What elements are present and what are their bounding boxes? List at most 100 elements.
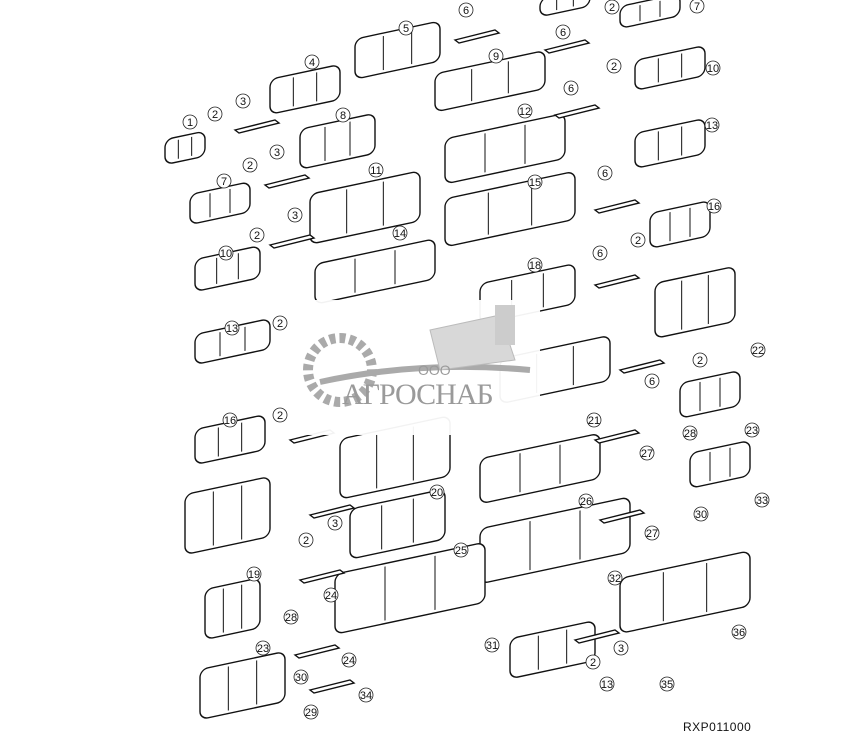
terminal-pin <box>618 359 666 374</box>
terminal-pin <box>543 39 591 54</box>
terminal-pin <box>233 119 281 134</box>
svg-text:6: 6 <box>649 376 655 388</box>
callout-16: 16 <box>706 198 722 214</box>
connector-housing <box>314 239 436 304</box>
svg-text:2: 2 <box>635 235 641 247</box>
svg-text:8: 8 <box>340 110 346 122</box>
svg-text:2: 2 <box>609 2 615 14</box>
watermark-prefix: ООО <box>418 362 451 378</box>
svg-text:2: 2 <box>212 109 218 121</box>
connector-housing <box>444 114 566 184</box>
connector-housing <box>269 65 341 114</box>
svg-text:2: 2 <box>277 318 283 330</box>
svg-text:2: 2 <box>590 657 596 669</box>
terminal-pin <box>298 569 346 584</box>
callout-3: 3 <box>235 93 251 109</box>
svg-text:2: 2 <box>277 410 283 422</box>
connector-housing <box>184 477 271 554</box>
callout-13: 13 <box>704 117 720 133</box>
callout-29: 29 <box>303 704 319 720</box>
callout-3: 3 <box>613 640 629 656</box>
connector-housing <box>479 434 601 503</box>
callout-24: 24 <box>323 587 339 603</box>
callout-27: 27 <box>644 525 660 541</box>
svg-text:24: 24 <box>325 590 337 602</box>
svg-text:2: 2 <box>247 160 253 172</box>
svg-text:23: 23 <box>746 425 758 437</box>
connector-housing <box>479 497 631 583</box>
svg-text:10: 10 <box>707 63 719 75</box>
svg-text:33: 33 <box>756 495 768 507</box>
callout-2: 2 <box>604 0 620 15</box>
callout-2: 2 <box>298 532 314 548</box>
svg-text:6: 6 <box>560 27 566 39</box>
svg-text:12: 12 <box>519 106 531 118</box>
svg-text:7: 7 <box>221 176 227 188</box>
connector-housing <box>189 182 251 224</box>
svg-text:4: 4 <box>309 57 315 69</box>
callout-36: 36 <box>731 624 747 640</box>
svg-text:14: 14 <box>394 228 406 240</box>
callout-10: 10 <box>705 60 721 76</box>
watermark-name: АГРОСНАБ <box>342 378 494 411</box>
connector-housing <box>204 578 261 639</box>
callout-3: 3 <box>287 207 303 223</box>
svg-text:3: 3 <box>274 147 280 159</box>
callout-2: 2 <box>630 232 646 248</box>
combine-gear-icon <box>303 305 531 407</box>
callout-4: 4 <box>304 54 320 70</box>
connector-housing <box>649 201 711 248</box>
svg-text:9: 9 <box>493 51 499 63</box>
terminal-pin <box>308 679 356 694</box>
callout-12: 12 <box>517 103 533 119</box>
callout-31: 31 <box>484 637 500 653</box>
callout-26: 26 <box>578 493 594 509</box>
svg-text:2: 2 <box>697 355 703 367</box>
callout-22: 22 <box>750 342 766 358</box>
svg-text:15: 15 <box>529 177 541 189</box>
reference-code: RXP011000 <box>683 720 752 734</box>
svg-text:18: 18 <box>529 260 541 272</box>
callout-3: 3 <box>269 144 285 160</box>
svg-text:23: 23 <box>257 643 269 655</box>
svg-text:27: 27 <box>646 528 658 540</box>
svg-text:6: 6 <box>463 5 469 17</box>
terminal-pin <box>593 429 641 444</box>
terminal-pin <box>553 104 601 119</box>
callout-2: 2 <box>585 654 601 670</box>
connector-housing <box>634 119 706 168</box>
callout-24: 24 <box>341 652 357 668</box>
svg-text:13: 13 <box>226 323 238 335</box>
callout-9: 9 <box>488 48 504 64</box>
svg-text:16: 16 <box>224 415 236 427</box>
svg-text:3: 3 <box>618 643 624 655</box>
svg-text:10: 10 <box>220 248 232 260</box>
svg-text:5: 5 <box>403 23 409 35</box>
connector-housing <box>619 0 681 28</box>
svg-text:2: 2 <box>303 535 309 547</box>
svg-text:30: 30 <box>695 509 707 521</box>
svg-text:30: 30 <box>295 672 307 684</box>
svg-text:19: 19 <box>248 569 260 581</box>
svg-text:3: 3 <box>240 96 246 108</box>
svg-text:6: 6 <box>597 248 603 260</box>
terminal-pin <box>268 234 316 249</box>
terminal-pin <box>593 199 641 214</box>
svg-text:11: 11 <box>370 165 381 177</box>
connector-housing <box>634 46 706 90</box>
callout-13: 13 <box>224 320 240 336</box>
callout-16: 16 <box>222 412 238 428</box>
callout-3: 3 <box>327 515 343 531</box>
svg-text:1: 1 <box>187 117 193 129</box>
callout-6: 6 <box>555 24 571 40</box>
callout-20: 20 <box>429 484 445 500</box>
callout-6: 6 <box>592 245 608 261</box>
terminal-pin <box>263 174 311 189</box>
svg-text:34: 34 <box>360 690 372 702</box>
callout-35: 35 <box>659 676 675 692</box>
connector-housing <box>199 652 286 719</box>
callout-6: 6 <box>644 373 660 389</box>
svg-text:24: 24 <box>343 655 355 667</box>
